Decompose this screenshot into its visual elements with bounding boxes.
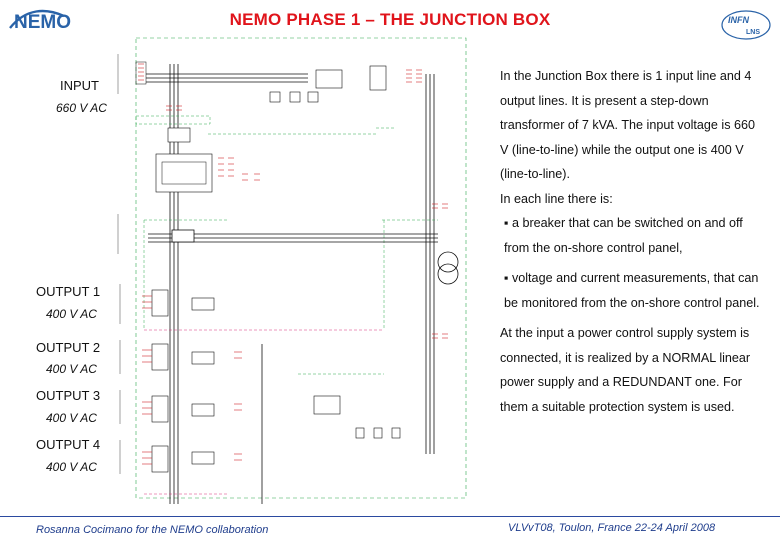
input-connector	[135, 61, 308, 85]
transformer-dashed-box	[143, 219, 438, 331]
output-2-label: OUTPUT 2	[36, 340, 101, 355]
transformer-feed	[148, 229, 438, 243]
output-1-voltage: 400 V AC	[46, 307, 97, 321]
junction-box-schematic	[117, 37, 467, 504]
output-2-voltage: 400 V AC	[46, 362, 97, 376]
output-2-breaker	[142, 343, 242, 371]
output-3-breaker	[142, 395, 242, 423]
footer-event: VLVvT08, Toulon, France 22-24 April 2008	[508, 522, 716, 534]
output-4-label: OUTPUT 4	[36, 437, 101, 452]
page-title: NEMO PHASE 1 – THE JUNCTION BOX	[229, 10, 551, 29]
footer-divider	[0, 516, 780, 517]
right-bus	[425, 74, 435, 454]
logo-text: NEMO	[14, 12, 71, 33]
description-power-supply: At the input a power control supply syst…	[500, 326, 751, 414]
description-intro: In the Junction Box there is 1 input lin…	[500, 69, 756, 181]
input-label: INPUT	[60, 78, 99, 93]
nemo-logo: NEMO	[6, 6, 118, 34]
right-measurement-block	[313, 395, 401, 439]
infn-lns-logo: INFN LNS	[721, 10, 771, 40]
footer-author: Rosanna Cocimano for the NEMO collaborat…	[36, 524, 269, 536]
logo-swoosh-icon	[9, 9, 65, 29]
power-control-supply	[135, 115, 396, 193]
description-each-line: In each line there is:	[500, 191, 613, 206]
output-4-voltage: 400 V AC	[46, 460, 97, 474]
output-1-label: OUTPUT 1	[36, 284, 101, 299]
step-down-transformer-icon	[437, 251, 459, 285]
supply-red-terminals	[218, 157, 260, 181]
input-breaker	[269, 65, 387, 103]
lns-text: LNS	[746, 29, 760, 36]
input-voltage: 660 V AC	[56, 101, 107, 115]
output-3-label: OUTPUT 3	[36, 388, 101, 403]
infn-text: INFN	[728, 15, 749, 25]
transformer-red-terminals	[432, 203, 448, 339]
top-red-terminals	[166, 69, 422, 111]
outer-boundary	[135, 37, 467, 499]
description-bullet-measurements: ▪ voltage and current measurements, that…	[504, 271, 760, 310]
description-panel: In the Junction Box there is 1 input lin…	[500, 64, 762, 419]
output-4-breaker	[142, 445, 242, 473]
output-1-breaker	[142, 289, 215, 317]
description-bullet-breaker: ▪ a breaker that can be switched on and …	[504, 216, 743, 255]
left-connector-marks	[117, 54, 121, 474]
output-3-voltage: 400 V AC	[46, 411, 97, 425]
bottom-dashed	[144, 373, 384, 495]
